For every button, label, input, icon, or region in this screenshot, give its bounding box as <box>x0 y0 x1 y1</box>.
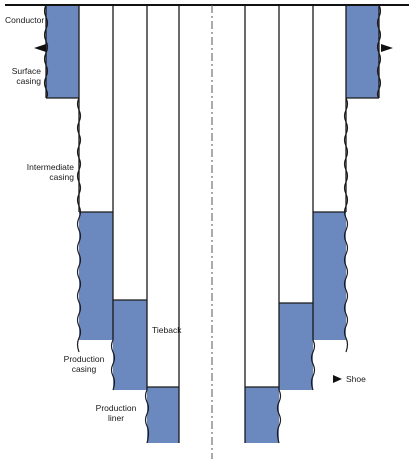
label-tieback: Tieback <box>152 325 182 335</box>
shoe-arrow-icon <box>333 375 342 383</box>
casing-strings <box>45 5 380 443</box>
label-production-liner: Production liner <box>95 403 137 423</box>
intermediate-cement-left <box>79 212 113 340</box>
markers <box>34 44 393 383</box>
left-arrow-icon <box>34 44 46 52</box>
borehole-wall-left-1 <box>76 97 82 353</box>
liner-cement-right <box>245 387 279 443</box>
label-shoe: Shoe <box>346 374 366 384</box>
borehole-walls <box>43 4 382 444</box>
production-cement-left <box>113 300 147 390</box>
right-arrow-icon <box>381 44 393 52</box>
borehole-wall-right-1 <box>343 97 349 353</box>
intermediate-cement-right <box>313 212 346 340</box>
label-surface-casing: Surface casing <box>11 66 41 86</box>
liner-cement-left <box>147 387 179 443</box>
production-cement-right <box>279 303 313 390</box>
label-conductor: Conductor <box>5 15 45 25</box>
borehole-wall-right-3 <box>276 389 282 444</box>
borehole-wall-left-3 <box>144 389 150 444</box>
shoes <box>46 97 379 388</box>
borehole-wall-left-2 <box>110 339 116 391</box>
borehole-wall-right-2 <box>310 339 316 391</box>
conductor-cement-left <box>46 5 79 98</box>
label-production-casing: Production casing <box>63 354 105 374</box>
cement-fills <box>46 5 379 443</box>
label-intermediate-casing: Intermediate casing <box>26 162 74 182</box>
conductor-cement-right <box>346 5 379 98</box>
